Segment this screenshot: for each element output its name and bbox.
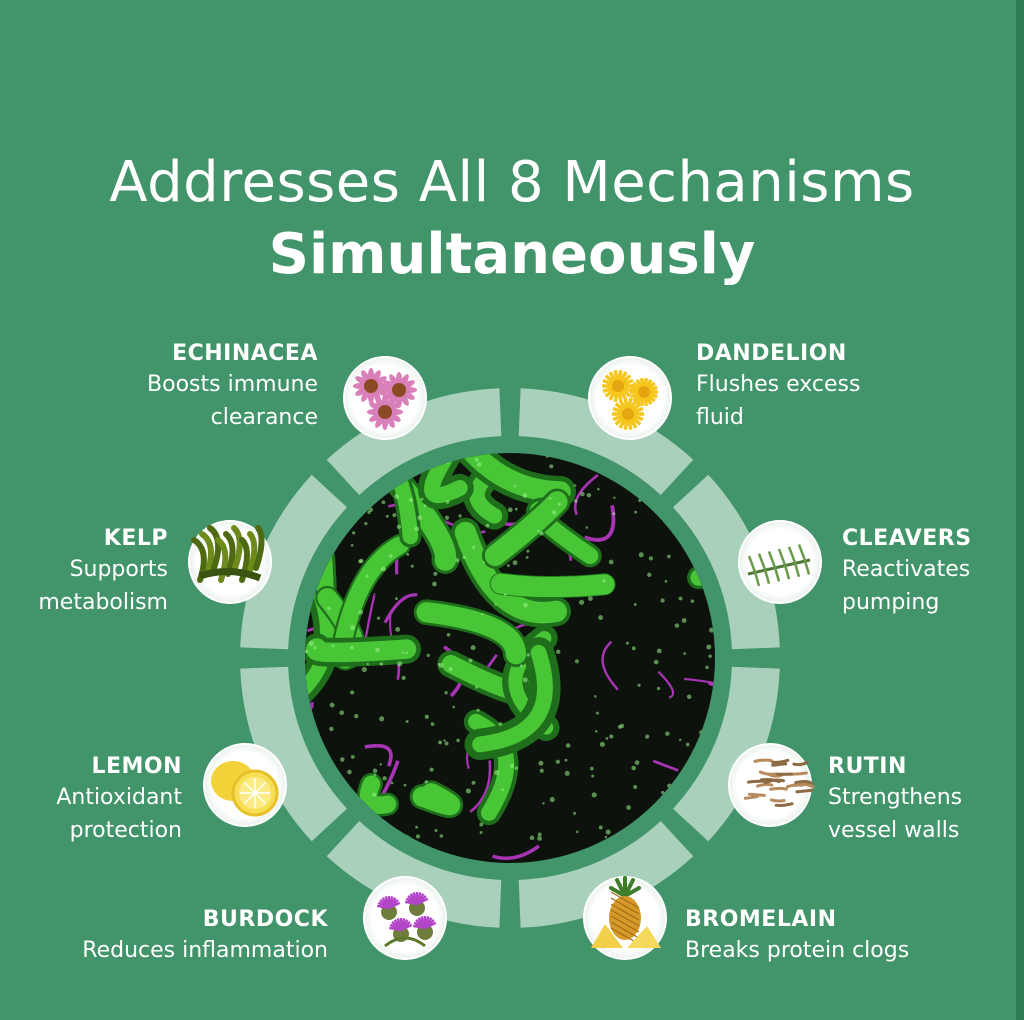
ring-segment [240, 474, 347, 650]
ingredient-name: LEMON [91, 754, 182, 779]
ring-segment [240, 666, 347, 842]
ingredient-kelp: KELP Supports metabolism [0, 525, 168, 619]
ingredient-echinacea: ECHINACEA Boosts immune clearance [60, 340, 318, 434]
dandelion-flower-icon [588, 356, 672, 440]
ingredient-desc-line: Reduces inflammation [82, 938, 328, 963]
ingredient-desc-line: Breaks protein clogs [685, 938, 910, 963]
ring-segment [518, 821, 694, 928]
ingredient-name: CLEAVERS [842, 526, 972, 551]
ring-segment [673, 666, 780, 842]
rutin-buds-icon [728, 743, 815, 827]
burdock-thistle-icon [363, 876, 447, 960]
ingredient-name: DANDELION [696, 341, 847, 366]
ingredient-rutin: RUTIN Strengthens vessel walls [828, 753, 1008, 847]
ingredient-desc-line: vessel walls [828, 818, 960, 843]
ingredient-name: ECHINACEA [172, 341, 318, 366]
ring-segment [326, 388, 502, 495]
ring-segment [518, 388, 694, 495]
ingredient-dandelion: DANDELION Flushes excess fluid [696, 340, 956, 434]
right-edge-strip [1016, 0, 1024, 1020]
ingredient-desc-line: Boosts immune [147, 372, 318, 397]
headline: Addresses All 8 Mechanisms [109, 150, 915, 215]
ingredient-name: BURDOCK [202, 907, 328, 932]
ingredient-name: KELP [103, 526, 168, 551]
ingredient-desc-line: metabolism [38, 590, 168, 615]
ingredient-desc-line: Reactivates [842, 557, 971, 582]
ring-segment [673, 474, 780, 650]
ingredient-desc-line: Antioxidant [56, 785, 182, 810]
ingredient-desc-line: fluid [696, 405, 744, 430]
ingredient-desc-line: Supports [69, 557, 168, 582]
echinacea-flower-icon [343, 356, 427, 440]
kelp-seaweed-icon [188, 520, 272, 604]
ingredient-cleavers: CLEAVERS Reactivates pumping [842, 525, 1012, 619]
ingredient-lemon: LEMON Antioxidant protection [10, 753, 182, 847]
ingredient-burdock: BURDOCK Reduces inflammation [20, 906, 328, 967]
ingredient-name: BROMELAIN [685, 907, 837, 932]
ring-segments [240, 388, 780, 928]
headline-emphasis: Simultaneously [268, 222, 756, 287]
ring-segment [326, 821, 502, 928]
ingredient-bromelain: BROMELAIN Breaks protein clogs [685, 906, 1005, 967]
ingredient-desc-line: pumping [842, 590, 940, 615]
cleavers-herb-icon [738, 520, 822, 604]
ingredient-desc-line: clearance [210, 405, 318, 430]
ingredient-desc-line: Strengthens [828, 785, 963, 810]
ingredient-desc-line: protection [69, 818, 182, 843]
ingredient-desc-line: Flushes excess [696, 372, 861, 397]
pineapple-icon [583, 876, 667, 960]
lemon-icon [203, 743, 287, 827]
ingredient-name: RUTIN [828, 754, 907, 779]
